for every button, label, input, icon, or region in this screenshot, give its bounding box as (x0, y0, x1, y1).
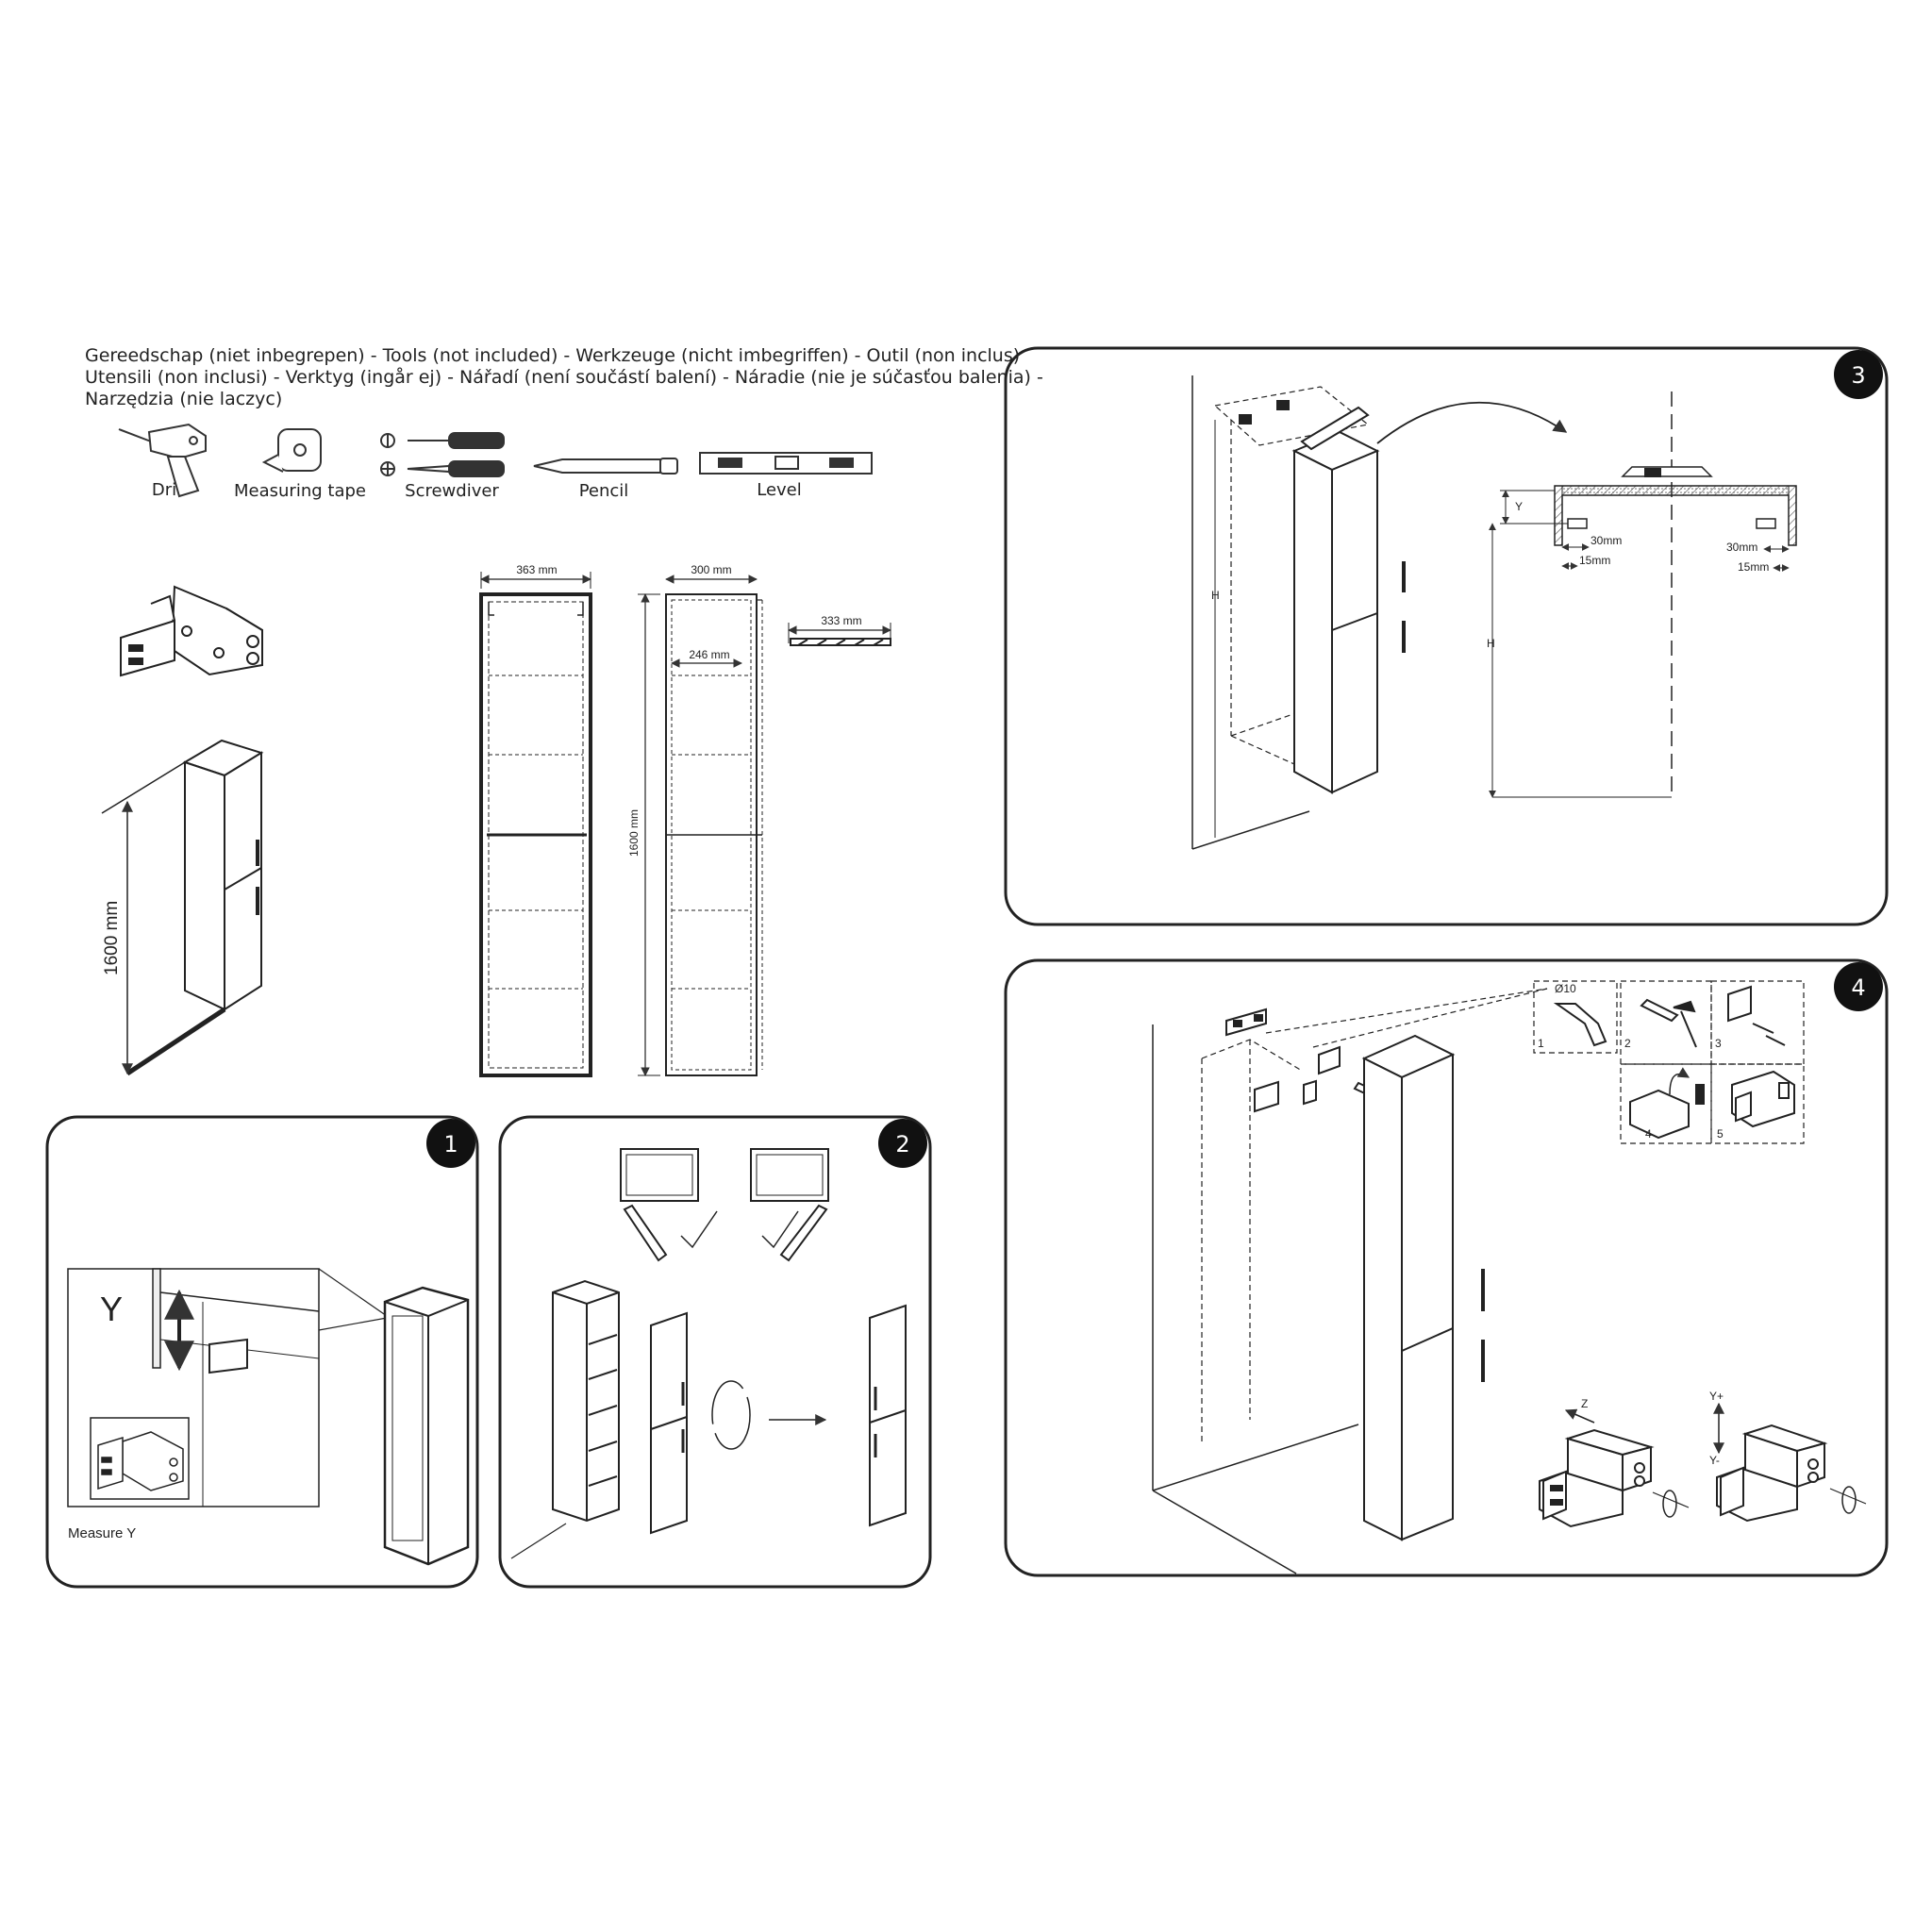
step4-panel: 4 (1004, 958, 1889, 1577)
rail-drawing (788, 623, 891, 646)
step3-left-30-label: 30mm (1591, 534, 1622, 547)
side-view-drawing (638, 575, 763, 1076)
step4-badge: 4 (1851, 974, 1865, 1001)
screwdriver-icon (380, 432, 505, 477)
step1-badge: 1 (443, 1131, 458, 1158)
wall-bracket-illustration (120, 585, 263, 677)
step4-substep-4: 4 (1645, 1127, 1652, 1141)
rail-length-label: 333 mm (821, 614, 861, 627)
step3-h-left-label: H (1211, 589, 1220, 602)
step4-y-plus-label: Y+ (1709, 1390, 1724, 1403)
side-height-label: 1600 mm (627, 809, 641, 857)
step4-y-minus-label: Y- (1709, 1454, 1720, 1467)
step3-right-15-label: 15mm (1738, 560, 1769, 574)
tools-heading-line3: Narzędzia (nie laczyc) (85, 389, 283, 409)
side-depth-label: 300 mm (691, 563, 731, 576)
front-width-label: 363 mm (516, 563, 557, 576)
step3-h-right-label: H (1487, 637, 1495, 650)
step1-y-label: Y (100, 1290, 123, 1328)
step2-panel: 2 (498, 1115, 932, 1589)
step3-left-15-label: 15mm (1579, 554, 1610, 567)
step3-panel: 3 (1004, 346, 1889, 926)
front-view-drawing (479, 572, 592, 1077)
measure-y-caption: Measure Y (68, 1525, 137, 1541)
measuring-tape-icon (261, 428, 322, 473)
step3-badge: 3 (1851, 362, 1865, 389)
step2-badge: 2 (895, 1131, 909, 1158)
inner-depth-label: 246 mm (689, 648, 729, 661)
pencil-label: Pencil (578, 481, 629, 501)
step4-substep-2: 2 (1624, 1037, 1631, 1050)
cabinet-overview (101, 739, 264, 1076)
step3-right-30-label: 30mm (1726, 541, 1757, 554)
step4-substep-3: 3 (1715, 1037, 1722, 1050)
step3-y-label: Y (1515, 500, 1523, 513)
tools-heading-line1: Gereedschap (niet inbegrepen) - Tools (n… (85, 345, 1021, 366)
level-label: Level (757, 480, 802, 500)
overview-height-label: 1600 mm (102, 901, 122, 975)
step1-panel: 1 Y (45, 1115, 479, 1589)
step4-substep-1: 1 (1538, 1037, 1544, 1050)
screwdriver-label: Screwdiver (405, 481, 499, 501)
tools-heading-line2: Utensili (non inclusi) - Verktyg (ingår … (85, 367, 1043, 388)
drill-icon (118, 423, 207, 498)
step4-substep-5: 5 (1717, 1127, 1724, 1141)
tools-heading: Gereedschap (niet inbegrepen) - Tools (n… (85, 345, 1043, 410)
step4-drill-size: Ø10 (1555, 982, 1576, 995)
level-icon (699, 452, 873, 475)
step4-z-label: Z (1581, 1397, 1588, 1410)
pencil-icon (533, 458, 678, 475)
measuring-tape-label: Measuring tape (234, 481, 366, 501)
